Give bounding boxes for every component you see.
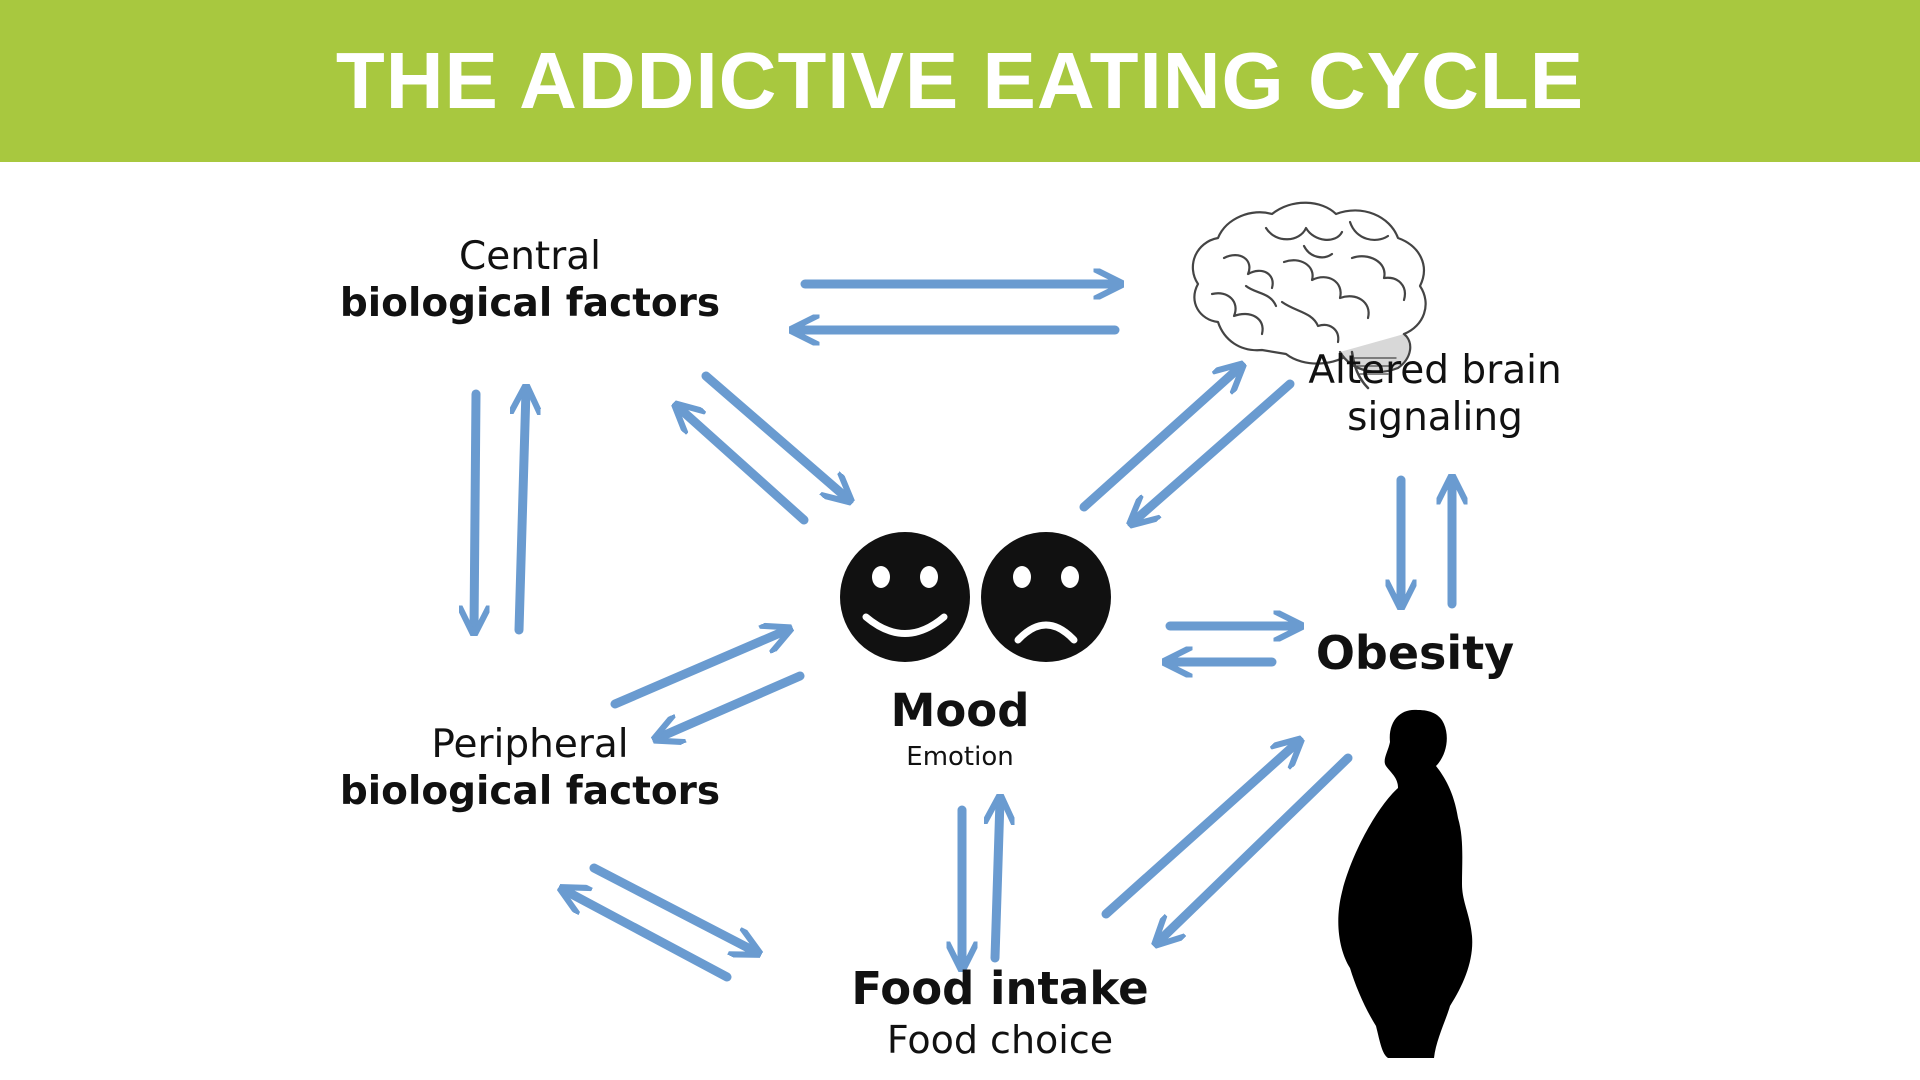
obesity-label: Obesity bbox=[1300, 626, 1530, 681]
food-choice-text: Food choice bbox=[886, 1018, 1114, 1062]
mood-text: Mood bbox=[890, 684, 1030, 737]
arrow-mood-to-central bbox=[678, 407, 809, 525]
arrow-central-to-mood bbox=[701, 371, 848, 499]
mood-label: Mood Emotion bbox=[830, 684, 1090, 773]
peripheral-line1: Peripheral bbox=[431, 722, 629, 767]
altered-brain-signaling-label: Altered brain signaling bbox=[1290, 348, 1580, 442]
arrow-central-to-peripheral bbox=[474, 389, 476, 630]
brain-line1: Altered brain bbox=[1308, 348, 1562, 393]
arrow-peripheral-to-central bbox=[519, 390, 526, 635]
page-title: THE ADDICTIVE EATING CYCLE bbox=[335, 36, 1585, 125]
arrow-food-to-mood bbox=[995, 800, 1000, 963]
obesity-text: Obesity bbox=[1315, 626, 1515, 680]
food-intake-text: Food intake bbox=[851, 962, 1149, 1015]
central-line1: Central bbox=[458, 234, 601, 279]
central-biological-factors-label: Central biological factors bbox=[330, 234, 730, 328]
title-banner: THE ADDICTIVE EATING CYCLE bbox=[0, 0, 1920, 162]
arrow-brain-to-mood bbox=[1133, 379, 1295, 522]
arrow-obesity-to-food bbox=[1158, 753, 1353, 942]
arrow-mood-to-brain bbox=[1079, 367, 1240, 512]
central-line2: biological factors bbox=[339, 280, 721, 326]
sad-face-icon bbox=[981, 532, 1111, 662]
arrow-peripheral-to-mood bbox=[610, 630, 787, 709]
arrow-food-to-obesity bbox=[1101, 742, 1298, 919]
brain-icon bbox=[1191, 201, 1427, 390]
arrow-peripheral-to-food bbox=[589, 863, 756, 952]
obese-person-silhouette-icon bbox=[1338, 709, 1473, 1058]
food-intake-label: Food intake Food choice bbox=[820, 962, 1180, 1064]
peripheral-biological-factors-label: Peripheral biological factors bbox=[330, 722, 730, 816]
arrow-food-to-peripheral bbox=[564, 890, 732, 982]
peripheral-line2: biological factors bbox=[339, 768, 721, 814]
arrows-layer bbox=[0, 201, 1473, 1058]
arrow-mood-to-peripheral bbox=[658, 671, 805, 738]
addictive-eating-cycle-diagram: Central biological factors Peripheral bi… bbox=[0, 162, 1920, 1080]
emotion-text: Emotion bbox=[906, 742, 1014, 772]
smiley-face-icon bbox=[840, 532, 970, 662]
brain-line2: signaling bbox=[1347, 394, 1523, 440]
